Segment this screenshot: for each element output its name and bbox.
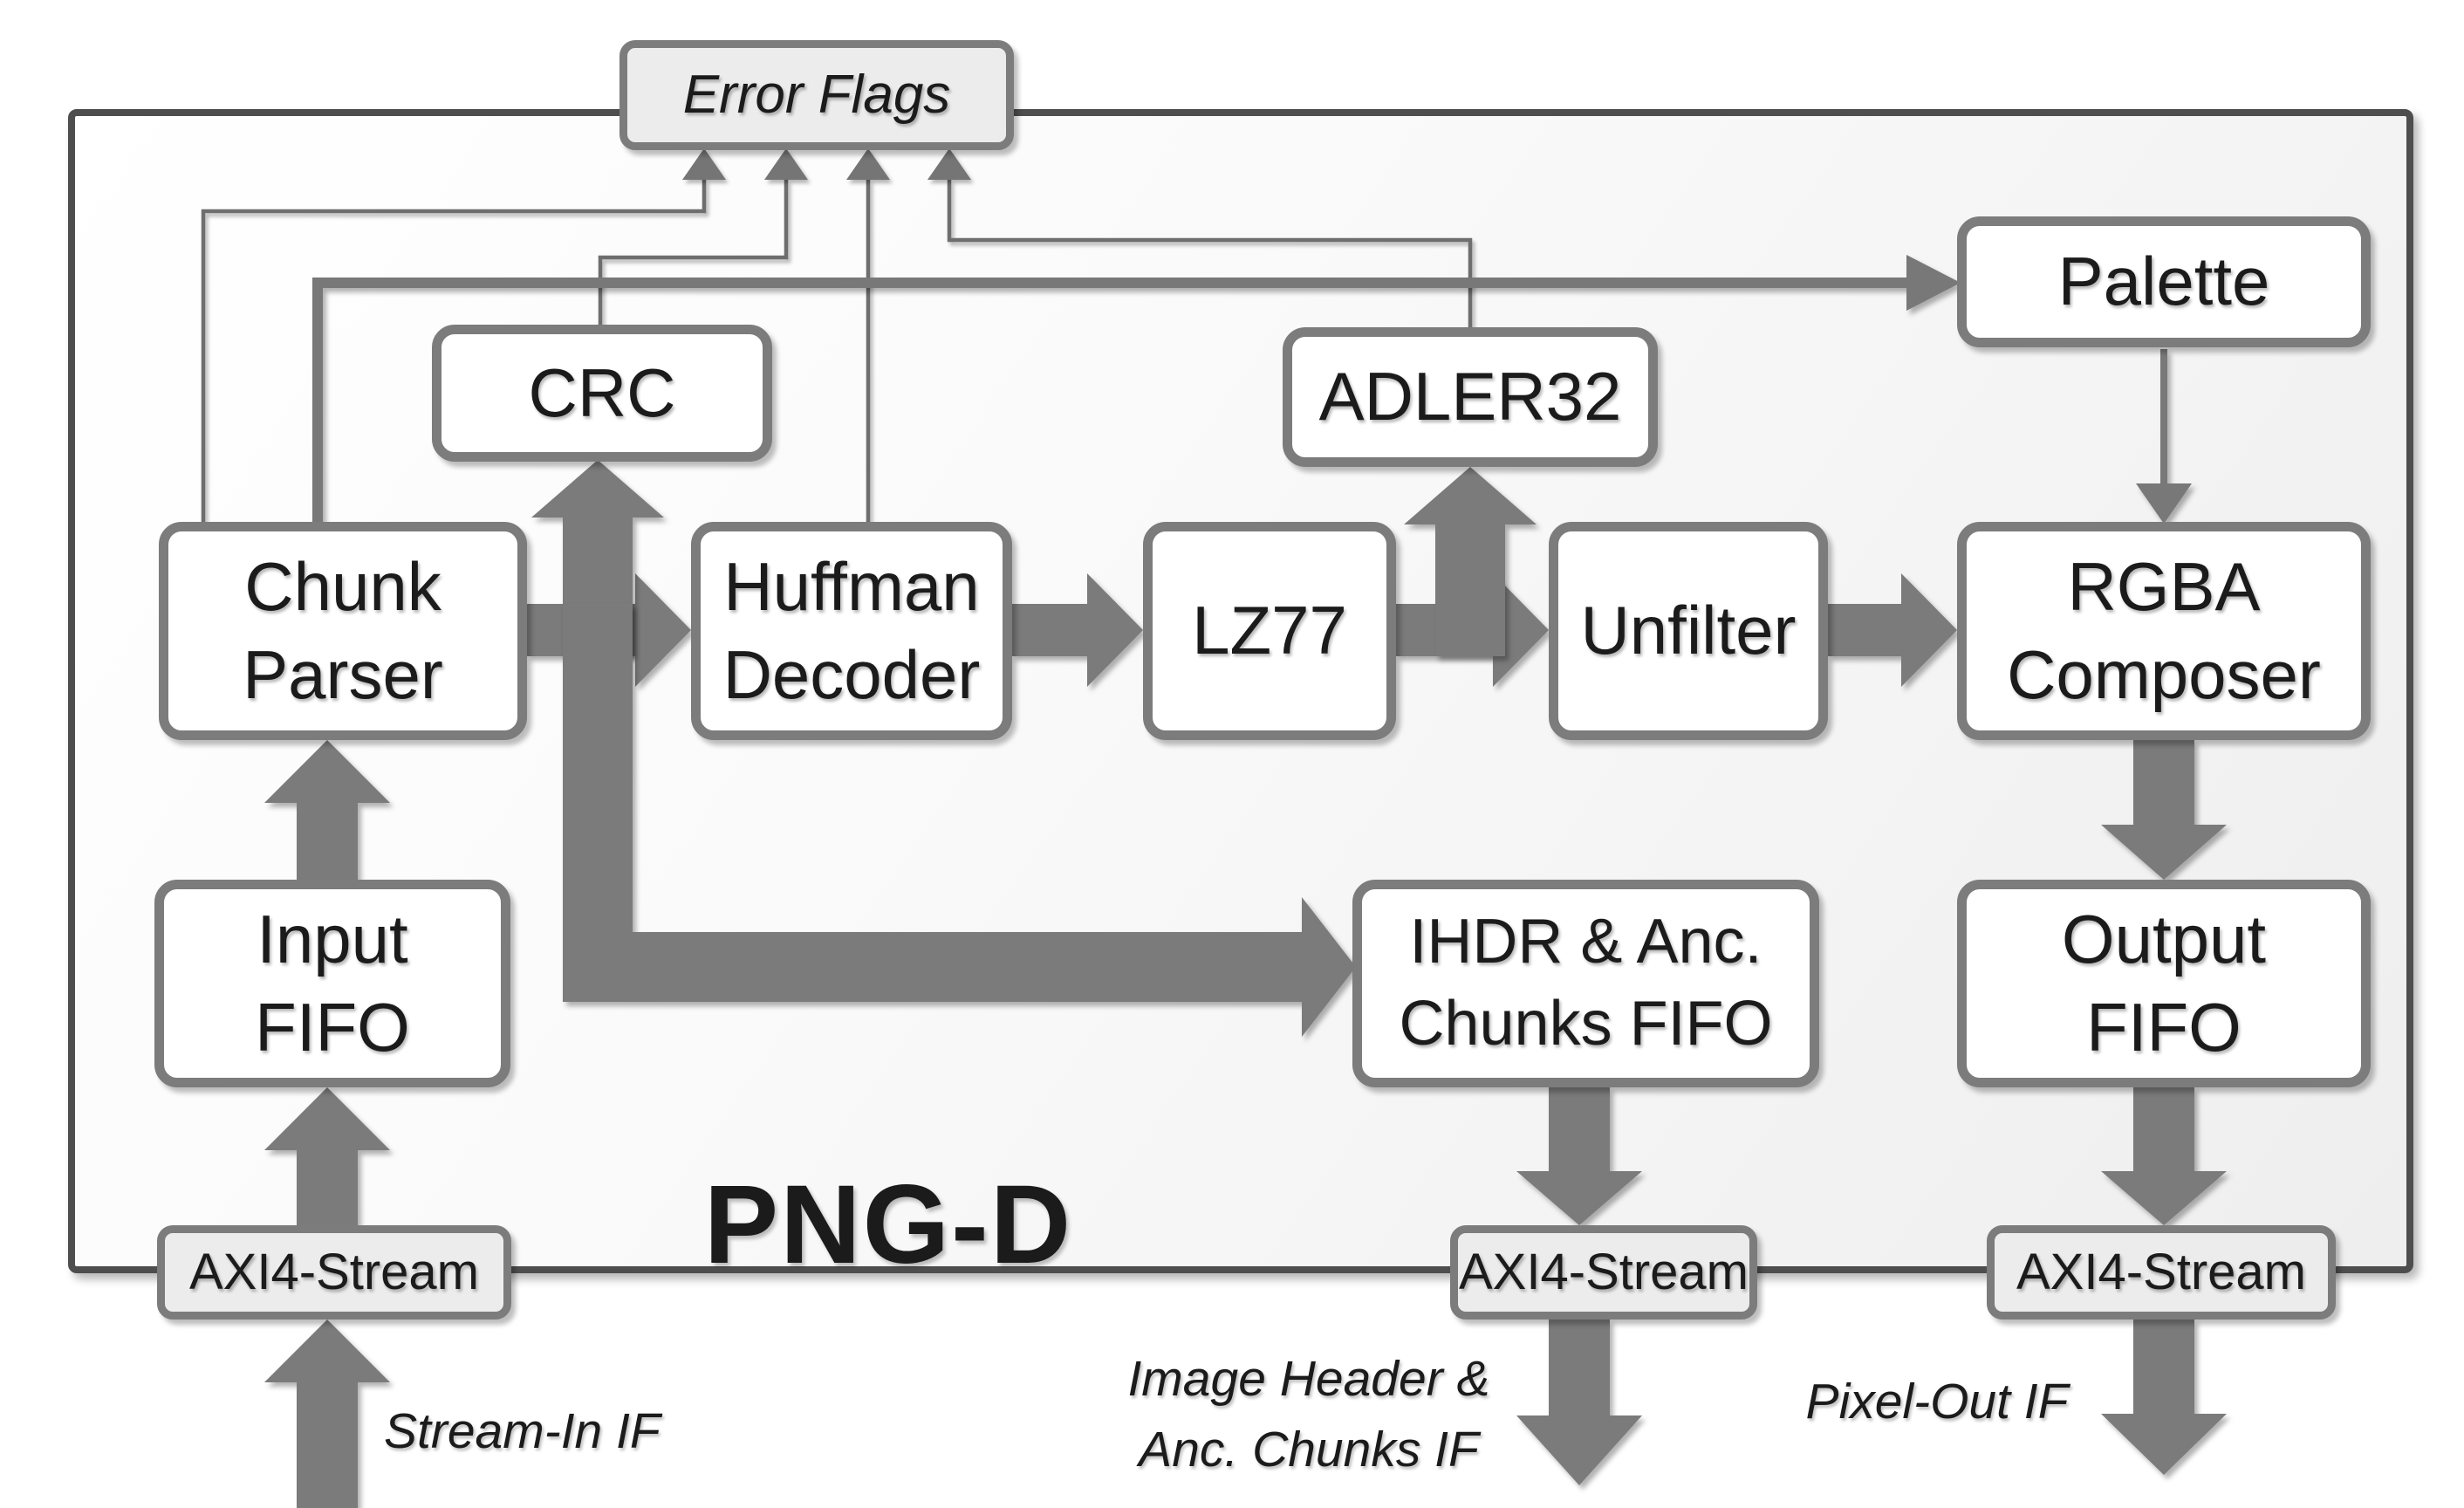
arrow-axi-header-to-external: [1516, 1320, 1642, 1485]
arrowhead-error-flags-3: [846, 148, 890, 180]
block-palette-label: Palette: [2057, 243, 2270, 320]
label-stream-in-if: Stream-In IF: [384, 1403, 660, 1459]
arrow-branch-to-ihdr-fifo: [563, 604, 1356, 1037]
arrow-input-fifo-to-chunk-parser: [264, 740, 390, 880]
label-image-header-if: Image Header & Anc. Chunks IF: [1127, 1351, 1490, 1477]
block-axi-stream-header-label: AXI4-Stream: [1459, 1244, 1749, 1301]
block-chunk-parser-label: Chunk Parser: [243, 547, 443, 713]
block-crc-label: CRC: [528, 353, 676, 431]
block-axi-stream-header: AXI4-Stream: [1450, 1225, 1757, 1320]
wire-palette-to-rgba-composer: [2136, 349, 2192, 524]
block-rgba-composer: RGBA Composer: [1957, 522, 2371, 740]
block-error-flags: Error Flags: [619, 40, 1014, 150]
thick-arrows: [264, 460, 2227, 1508]
block-huffman-decoder: Huffman Decoder: [691, 522, 1012, 740]
arrow-external-to-axi-in: [264, 1320, 390, 1508]
block-input-fifo-label: Input FIFO: [255, 900, 410, 1066]
block-rgba-composer-label: RGBA Composer: [2007, 547, 2321, 713]
block-crc: CRC: [432, 325, 772, 462]
block-output-fifo-label: Output FIFO: [2061, 900, 2267, 1066]
arrow-axi-in-to-input-fifo: [264, 1087, 390, 1225]
block-axi-stream-in-label: AXI4-Stream: [189, 1244, 479, 1301]
arrow-rgba-to-output-fifo: [2101, 740, 2227, 880]
arrowhead-error-flags-4: [927, 148, 971, 180]
error-flag-wires: [201, 148, 1473, 524]
arrowhead-error-flags-2: [764, 148, 808, 180]
block-lz77: LZ77: [1143, 522, 1396, 740]
core-title: PNG-D: [703, 1162, 1073, 1287]
wire-adler32-to-error-flags: [947, 180, 1473, 329]
arrow-axi-pixel-to-external: [2101, 1320, 2227, 1475]
arrow-ihdr-fifo-to-axi-header: [1516, 1087, 1642, 1225]
block-adler32-label: ADLER32: [1318, 358, 1622, 435]
arrowhead-error-flags-1: [682, 148, 726, 180]
arrow-huffman-to-lz77: [1012, 573, 1143, 687]
block-unfilter-label: Unfilter: [1580, 592, 1797, 669]
block-palette: Palette: [1957, 216, 2371, 347]
block-unfilter: Unfilter: [1549, 522, 1828, 740]
block-axi-stream-pixel: AXI4-Stream: [1987, 1225, 2336, 1320]
block-huffman-decoder-label: Huffman Decoder: [722, 547, 981, 713]
wire-crc-to-error-flags: [598, 180, 789, 326]
arrow-unfilter-to-rgba: [1828, 573, 1957, 687]
block-output-fifo: Output FIFO: [1957, 880, 2371, 1087]
block-ihdr-anc-chunks-fifo-label: IHDR & Anc. Chunks FIFO: [1399, 907, 1773, 1059]
block-ihdr-anc-chunks-fifo: IHDR & Anc. Chunks FIFO: [1352, 880, 1819, 1087]
arrow-output-fifo-to-axi-pixel: [2101, 1087, 2227, 1225]
block-input-fifo: Input FIFO: [154, 880, 510, 1087]
block-error-flags-label: Error Flags: [682, 64, 951, 125]
block-axi-stream-pixel-label: AXI4-Stream: [2016, 1244, 2306, 1301]
arrow-branch-to-adler32: [1404, 467, 1537, 656]
block-axi-stream-in: AXI4-Stream: [157, 1225, 511, 1320]
wire-chunk-parser-to-palette: [312, 255, 1961, 524]
wire-chunk-parser-to-error-flags: [201, 180, 707, 524]
label-pixel-out-if: Pixel-Out IF: [1805, 1374, 2069, 1429]
block-chunk-parser: Chunk Parser: [159, 522, 527, 740]
block-adler32: ADLER32: [1283, 327, 1658, 467]
block-lz77-label: LZ77: [1192, 592, 1347, 669]
